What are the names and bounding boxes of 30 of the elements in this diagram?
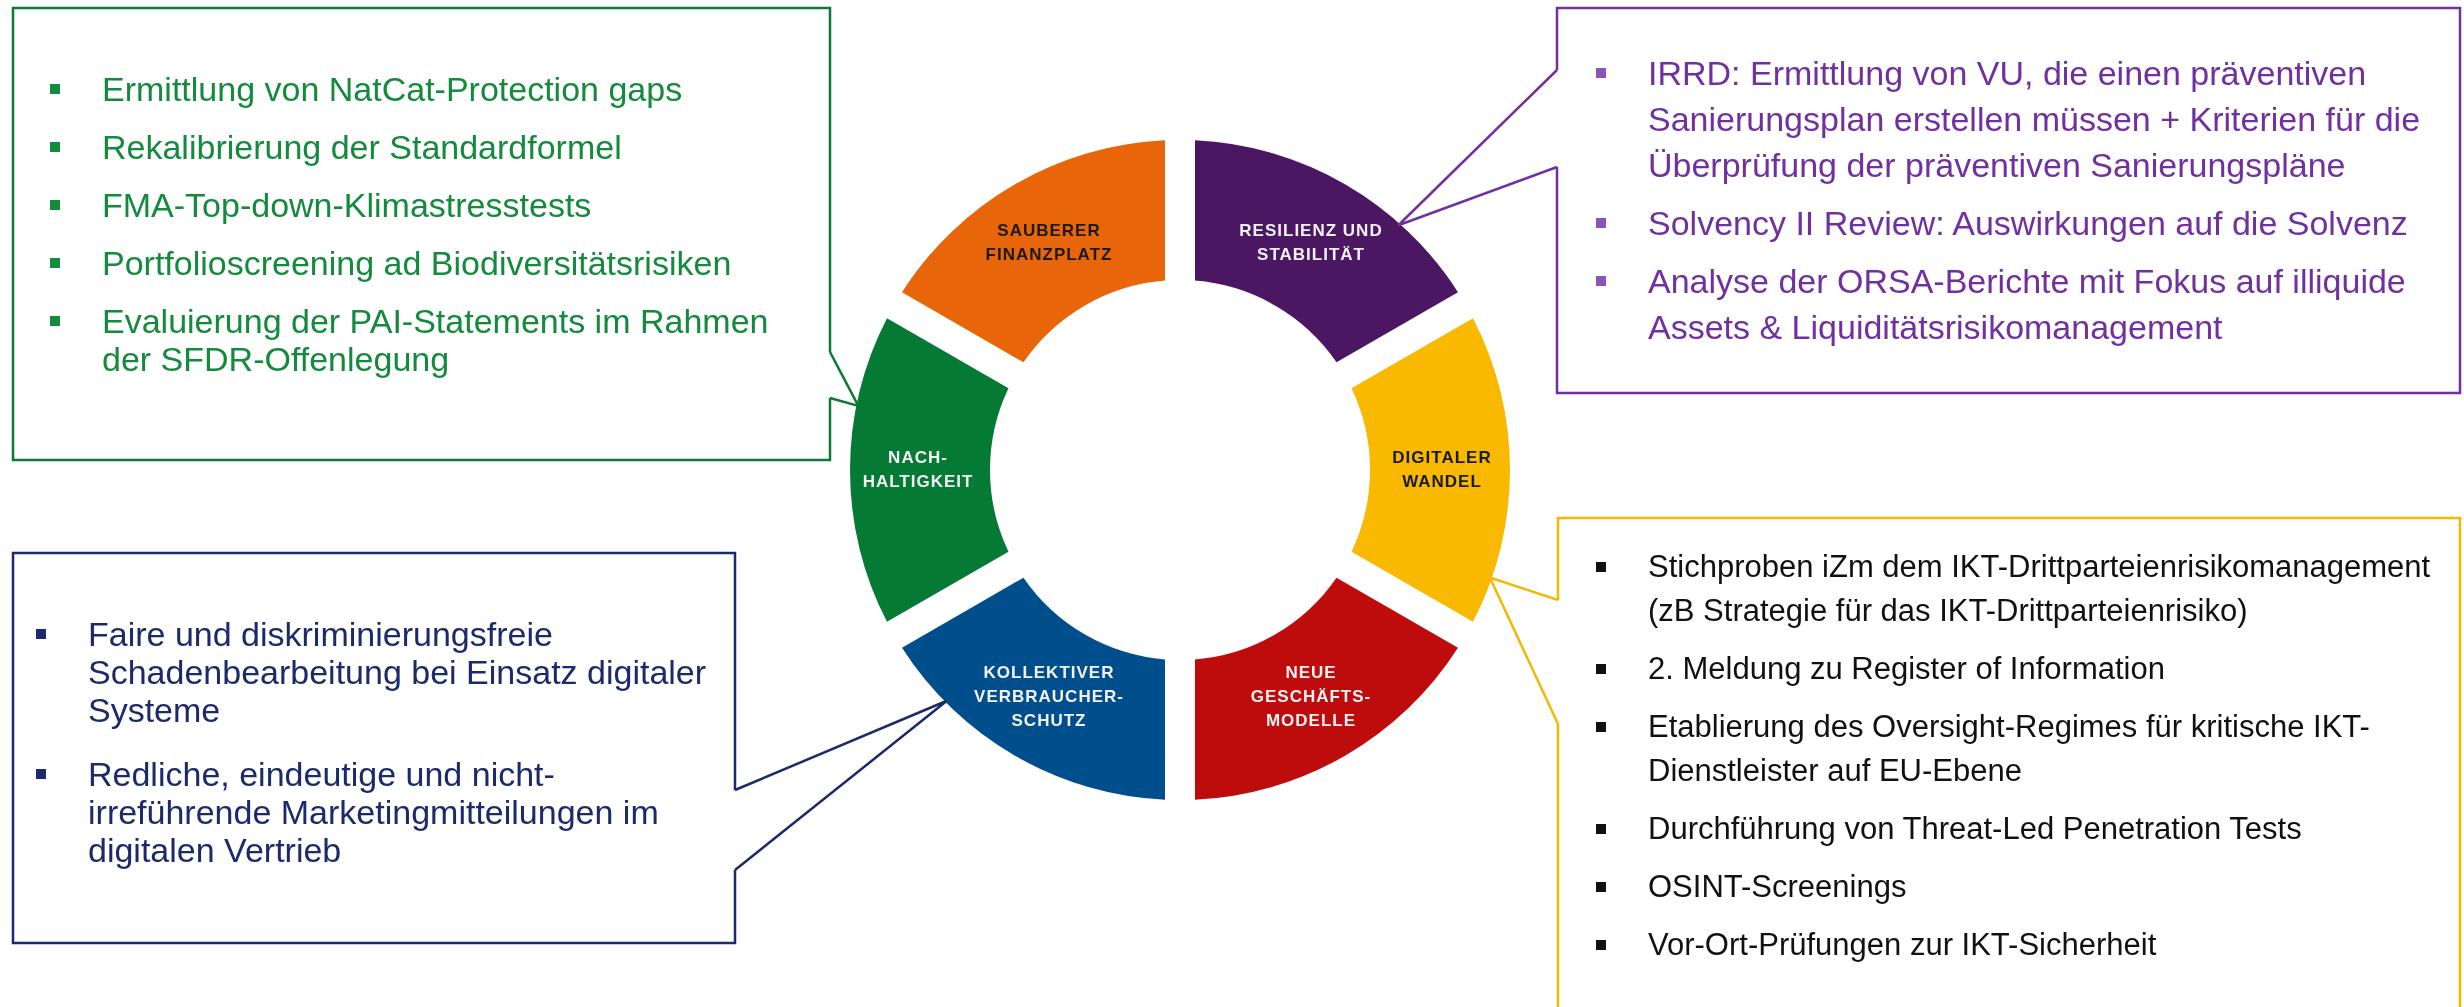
callout-pointer bbox=[1397, 68, 1559, 227]
segment-label: SAUBERER FINANZPLATZ bbox=[984, 220, 1114, 267]
bullet-text: Solvency II Review: Auswirkungen auf die Solvenz bbox=[1596, 200, 2448, 246]
bullet-text: Durchführung von Threat-Led Penetration Tests bbox=[1596, 807, 2456, 851]
bullet-text: Stichproben iZm dem IKT-Drittparteienrisikomanagement (zB Strategie für das IKT-Drittparteienrisiko) bbox=[1596, 545, 2456, 633]
callout-box bbox=[13, 553, 735, 943]
callout-pointer bbox=[733, 699, 949, 872]
bullet-text: Analyse der ORSA-Berichte mit Fokus auf illiquide Assets & Liquiditätsrisikomanagement bbox=[1596, 258, 2448, 350]
bullet-text: 2. Meldung zu Register of Information bbox=[1596, 647, 2456, 691]
bullet-text: Rekalibrierung der Standardformel bbox=[50, 128, 802, 166]
callout-box bbox=[1558, 518, 2460, 1007]
segment-label: NEUE GESCHÄFTS-MODELLE bbox=[1249, 661, 1373, 732]
bullet-text: Ermittlung von NatCat-Protection gaps bbox=[50, 70, 802, 108]
bullet-text: OSINT-Screenings bbox=[1596, 865, 2456, 909]
segment-label: DIGITALER WANDEL bbox=[1391, 447, 1493, 493]
segment-label: RESILIENZ UND STABILITÄT bbox=[1238, 220, 1384, 267]
bullet-text: Faire und diskriminierungsfreie Schadenbearbeitung bei Einsatz digitaler Systeme bbox=[36, 615, 726, 729]
bullet-text: Vor-Ort-Prüfungen zur IKT-Sicherheit bbox=[1596, 923, 2456, 967]
callout-pointer bbox=[1488, 576, 1560, 726]
callout-box bbox=[13, 8, 830, 460]
bullet-text: Redliche, eindeutige und nicht-irreführende Marketingmitteilungen im digitalen Vertrieb bbox=[36, 755, 726, 869]
callout-box bbox=[1557, 8, 2460, 393]
segment-label: NACH-HALTIGKEIT bbox=[861, 447, 975, 493]
bullet-text: IRRD: Ermittlung von VU, die einen präventiven Sanierungsplan erstellen müssen + Kriterien für die Überprüfung der präventiven Sanierungspläne bbox=[1596, 50, 2448, 188]
bullet-text: Evaluierung der PAI-Statements im Rahmen der SFDR-Offenlegung bbox=[50, 302, 802, 378]
segment-label: KOLLEKTIVER VERBRAUCHER-SCHUTZ bbox=[974, 661, 1124, 732]
bullet-text: Etablierung des Oversight-Regimes für kritische IKT-Dienstleister auf EU-Ebene bbox=[1596, 705, 2456, 793]
bullet-text: FMA-Top-down-Klimastresstests bbox=[50, 186, 802, 224]
callout-pointer bbox=[828, 350, 860, 408]
bullet-text: Portfolioscreening ad Biodiversitätsrisiken bbox=[50, 244, 802, 282]
